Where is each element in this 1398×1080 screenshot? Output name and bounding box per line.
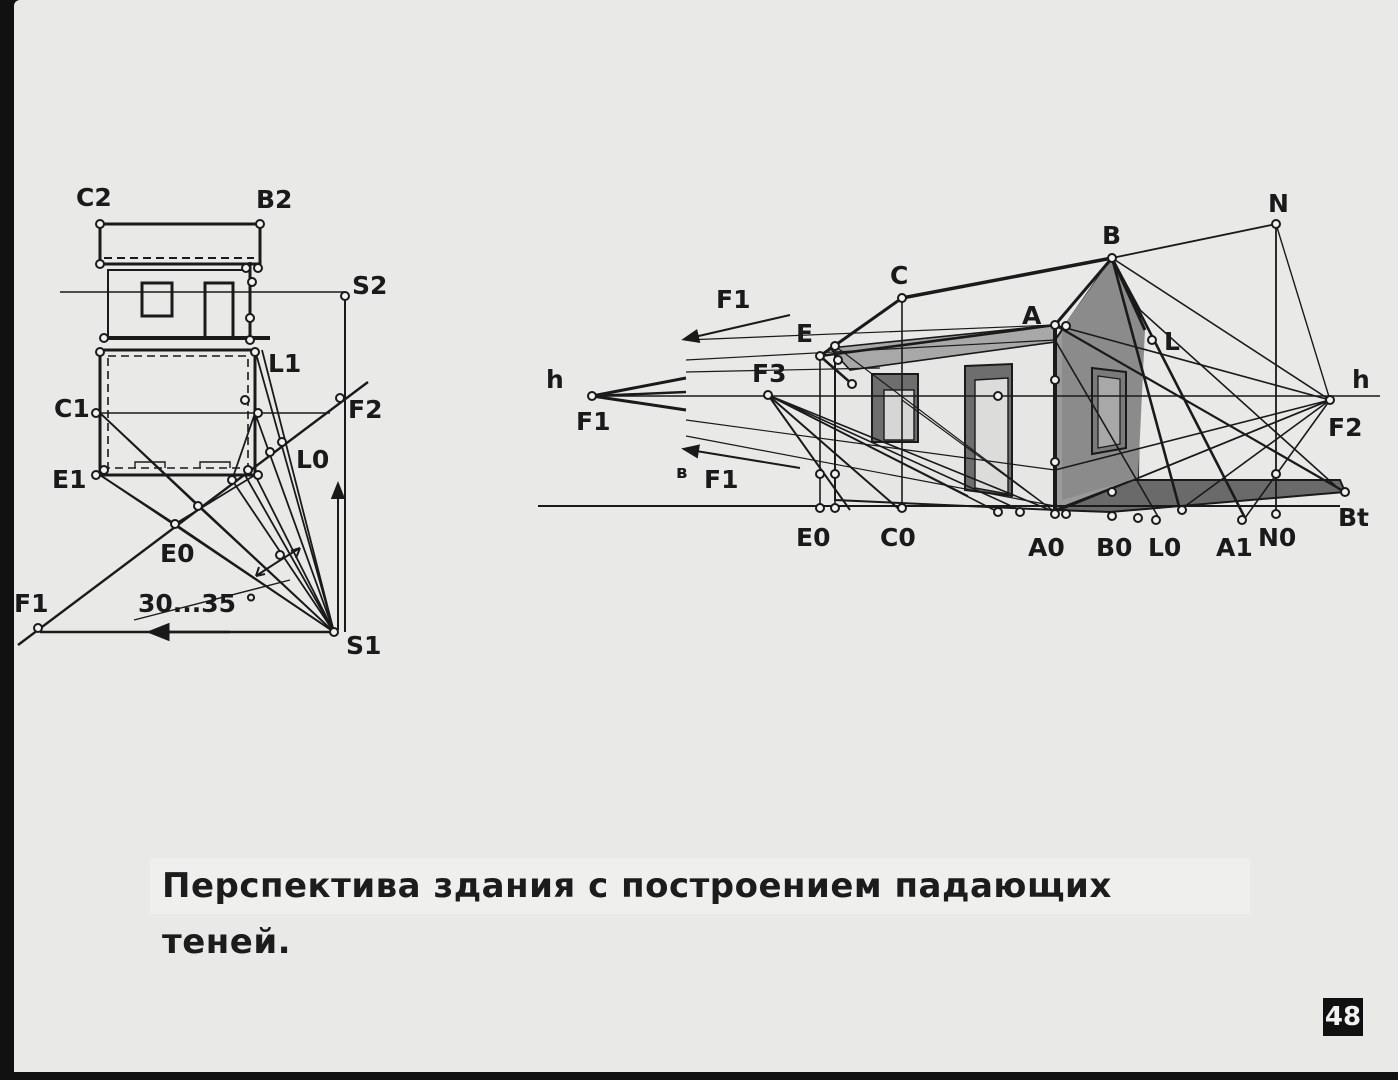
label-a0: A0 xyxy=(1028,533,1065,562)
left-diagram-labels: C2 B2 S2 L1 C1 F2 E1 L0 E0 F1 S1 30...35… xyxy=(14,183,387,660)
label-c2: C2 xyxy=(76,183,112,212)
label-l0: L0 xyxy=(296,445,329,474)
label-n0: N0 xyxy=(1258,523,1296,552)
page-number-badge: 48 xyxy=(1320,995,1366,1039)
label-bt: Bt xyxy=(1338,503,1369,532)
slide-caption: Перспектива здания с построением падающи… xyxy=(150,858,1250,962)
label-n: N xyxy=(1268,189,1289,218)
label-c: C xyxy=(890,261,908,290)
label-a: A xyxy=(1022,301,1042,330)
label-c1: C1 xyxy=(54,394,90,423)
label-f1-top: F1 xyxy=(716,285,750,314)
label-f3: F3 xyxy=(752,359,786,388)
label-s2: S2 xyxy=(352,271,387,300)
label-b2: B2 xyxy=(256,185,292,214)
label-l: L xyxy=(1164,327,1180,356)
label-f1-low: F1 xyxy=(704,465,738,494)
label-e0: E0 xyxy=(160,539,194,568)
label-angle: 30...35 ° xyxy=(138,589,257,618)
window-elevation xyxy=(140,281,174,318)
door-elevation xyxy=(203,281,235,340)
label-h-right: h xyxy=(1352,365,1370,394)
label-f1-horizon: F1 xyxy=(576,407,610,436)
wall-elevation xyxy=(107,269,251,339)
label-f2: F2 xyxy=(1328,413,1362,442)
label-b0: B0 xyxy=(1096,533,1132,562)
perspective-diagram xyxy=(538,219,1380,525)
roof-elevation xyxy=(98,222,262,266)
plan-elevation-diagram xyxy=(17,219,369,646)
label-a1: A1 xyxy=(1216,533,1253,562)
label-f2: F2 xyxy=(348,395,382,424)
label-l1: L1 xyxy=(268,349,301,378)
label-l0: L0 xyxy=(1148,533,1181,562)
label-b-cyrillic: в xyxy=(676,462,687,483)
label-s1: S1 xyxy=(346,631,381,660)
label-b: B xyxy=(1102,221,1121,250)
label-e1: E1 xyxy=(52,465,86,494)
right-diagram-labels: N B C F1 A E L h h F3 F1 F2 в F1 Bt E0 C… xyxy=(546,189,1370,562)
label-f1: F1 xyxy=(14,589,48,618)
label-c0: C0 xyxy=(880,523,916,552)
label-e: E xyxy=(796,319,813,348)
label-h-left: h xyxy=(546,365,564,394)
label-e0: E0 xyxy=(796,523,830,552)
